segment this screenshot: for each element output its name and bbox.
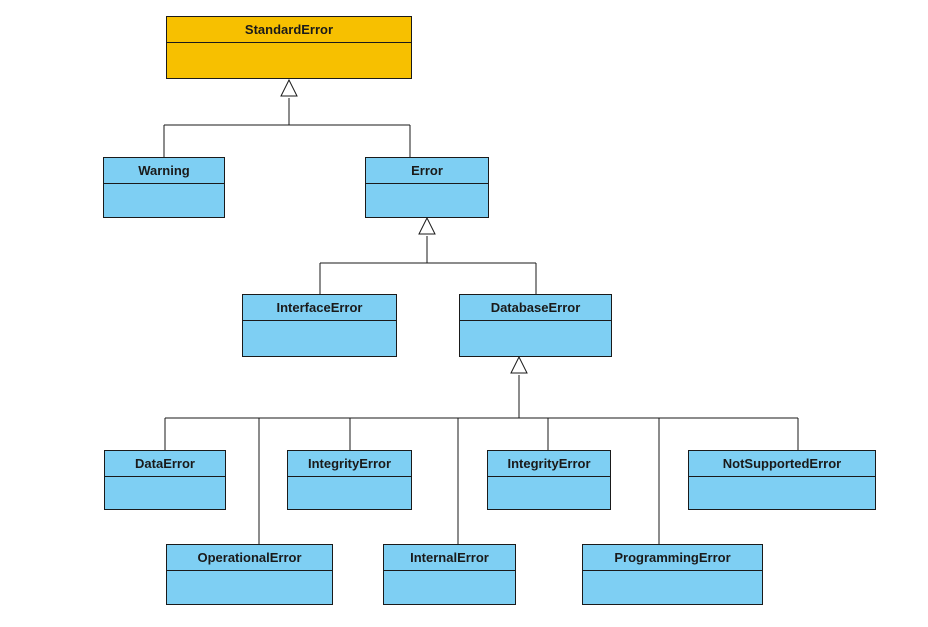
class-programming-error[interactable]: ProgrammingError (582, 544, 763, 605)
class-standard-error[interactable]: StandardError (166, 16, 412, 79)
class-data-error[interactable]: DataError (104, 450, 226, 510)
class-name: ProgrammingError (583, 545, 762, 571)
generalization-arrow (280, 78, 298, 97)
class-name: Warning (104, 158, 224, 184)
class-internal-error[interactable]: InternalError (383, 544, 516, 605)
class-name: DatabaseError (460, 295, 611, 321)
class-name: InternalError (384, 545, 515, 571)
class-name: Error (366, 158, 488, 184)
class-name: NotSupportedError (689, 451, 875, 477)
class-integrity-error[interactable]: IntegrityError (487, 450, 611, 510)
class-name: InterfaceError (243, 295, 396, 321)
class-integrity-error[interactable]: IntegrityError (287, 450, 412, 510)
class-name: DataError (105, 451, 225, 477)
class-name: StandardError (167, 17, 411, 43)
class-name: IntegrityError (288, 451, 411, 477)
class-not-supported-error[interactable]: NotSupportedError (688, 450, 876, 510)
class-operational-error[interactable]: OperationalError (166, 544, 333, 605)
class-interface-error[interactable]: InterfaceError (242, 294, 397, 357)
generalization-arrow (510, 355, 528, 374)
class-name: OperationalError (167, 545, 332, 571)
class-error[interactable]: Error (365, 157, 489, 218)
class-name: IntegrityError (488, 451, 610, 477)
generalization-arrow (418, 216, 436, 235)
class-database-error[interactable]: DatabaseError (459, 294, 612, 357)
class-warning[interactable]: Warning (103, 157, 225, 218)
